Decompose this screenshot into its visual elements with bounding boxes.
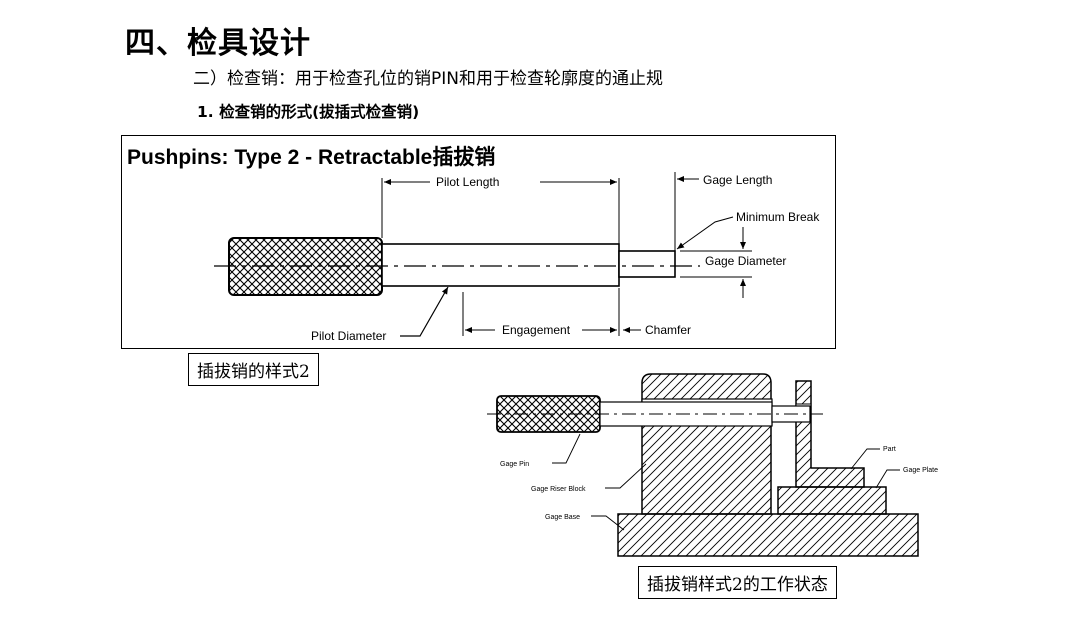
gage-base-label: Gage Base — [545, 514, 580, 521]
working-drawing: Gage Pin Gage Riser Block Gage Base Part… — [487, 373, 938, 557]
pushpin-diagram-panel — [121, 135, 836, 349]
part-label: Part — [883, 446, 896, 453]
gage-base — [617, 513, 919, 557]
gage-pin-label: Gage Pin — [500, 461, 529, 468]
pushpin-drawing: Pilot Length Gage Length Minimum Break G… — [214, 172, 820, 343]
pilot-diameter-label: Pilot Diameter — [311, 329, 386, 343]
gage-length-label: Gage Length — [703, 173, 772, 187]
minimum-break-label: Minimum Break — [736, 210, 820, 224]
page-title: 四、检具设计 — [125, 26, 311, 61]
engagement-label: Engagement — [502, 323, 571, 337]
subheading: 二）检查销：用于检查孔位的销PIN和用于检查轮廓度的通止规 — [193, 69, 663, 89]
pushpin-caption: 插拔销的样式2 — [188, 353, 319, 386]
gage-plate-label: Gage Plate — [903, 467, 938, 474]
pushpin-diagram-title: Pushpins: Type 2 - Retractable插拔销 — [127, 146, 496, 169]
gage-tip — [618, 250, 676, 278]
section-heading: 1. 检查销的形式(拔插式检查销) — [197, 103, 420, 121]
pilot-length-label: Pilot Length — [436, 175, 499, 189]
gage-plate — [777, 486, 887, 515]
working-state-caption: 插拔销样式2的工作状态 — [638, 566, 837, 599]
part — [795, 380, 865, 488]
pilot-shaft — [381, 243, 620, 287]
gage-diameter-label: Gage Diameter — [705, 254, 786, 268]
gage-riser-block — [641, 373, 772, 515]
gage-riser-block-label: Gage Riser Block — [531, 486, 586, 493]
chamfer-label: Chamfer — [645, 323, 691, 337]
